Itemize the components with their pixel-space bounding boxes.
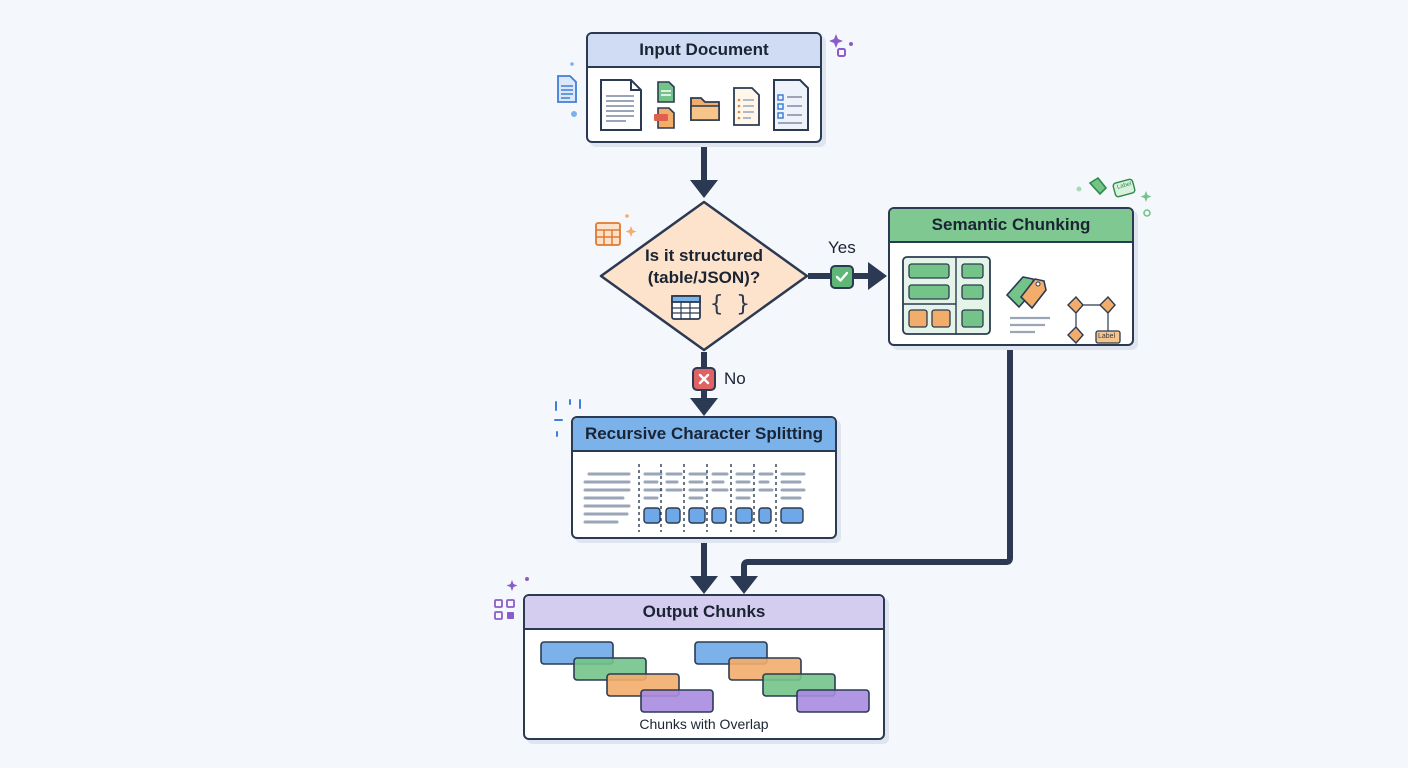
chunk-group-right — [694, 641, 870, 713]
split-chunk-block — [711, 507, 727, 524]
no-label: No — [724, 369, 746, 388]
yes-label: Yes — [828, 238, 856, 257]
source-text-lines — [583, 472, 631, 524]
pdf-file-icon — [654, 107, 675, 129]
split-chunk-block — [665, 507, 681, 524]
tag-icon — [1076, 176, 1152, 217]
split-marks-icon — [554, 399, 581, 437]
output-chunks-node: Output Chunks Chunks with Overlap — [523, 594, 885, 740]
overlapping-chunks-illustration — [540, 641, 870, 713]
recursive-splitting-title: Recursive Character Splitting — [573, 418, 835, 452]
table-icon — [671, 295, 701, 320]
decision-question-line2: (table/JSON)? — [647, 268, 761, 287]
split-chunk-block — [688, 507, 706, 524]
notes-document-icon — [733, 87, 760, 126]
splitting-illustration — [583, 464, 806, 532]
arrowhead-yes — [868, 262, 887, 290]
split-chunk-block — [780, 507, 804, 524]
split-columns — [638, 464, 806, 532]
split-chunk-block — [735, 507, 753, 524]
decision-diamond-shape — [599, 200, 809, 352]
network-icon — [494, 577, 529, 620]
tag-network-icon — [1067, 295, 1121, 344]
spreadsheet-file-icon — [657, 81, 675, 103]
tags-icon — [1005, 276, 1050, 334]
spreadsheet-icon — [595, 214, 637, 246]
output-chunks-title: Output Chunks — [525, 596, 883, 630]
text-document-icon — [600, 79, 642, 131]
chunk-purple — [796, 689, 870, 713]
grouped-blocks-icon — [902, 256, 991, 335]
check-icon — [835, 271, 849, 282]
arrowhead-recursive-output — [690, 576, 718, 594]
recursive-splitting-node: Recursive Character Splitting — [571, 416, 837, 539]
arrowhead-input-decision — [690, 180, 718, 198]
semantic-illustration — [902, 256, 1121, 344]
semantic-chunking-title: Semantic Chunking — [890, 209, 1132, 243]
arrowhead-semantic-output — [730, 576, 758, 594]
structured-decision-node: Is it structured (table/JSON)? { } — [598, 199, 810, 353]
checklist-document-icon — [773, 79, 809, 131]
no-cross-badge — [692, 367, 716, 391]
chunk-purple — [640, 689, 714, 713]
semantic-chunking-node: Semantic Chunking — [888, 207, 1134, 346]
sparkle-icon — [829, 34, 853, 57]
input-document-node: Input Document — [586, 32, 822, 143]
input-document-title: Input Document — [588, 34, 820, 68]
edge-semantic-to-output — [741, 346, 1013, 578]
cross-icon — [698, 373, 710, 385]
document-types-icons — [600, 79, 809, 131]
output-chunks-caption: Chunks with Overlap — [639, 716, 769, 732]
arrowhead-no — [690, 398, 718, 416]
document-icon — [557, 62, 577, 117]
json-braces-icon: { } — [710, 292, 750, 317]
chunk-group-left — [540, 641, 714, 713]
folder-icon — [690, 97, 720, 121]
semantic-tag-label: Label — [1098, 333, 1116, 340]
split-chunk-block — [758, 507, 772, 524]
split-chunk-block — [643, 507, 661, 524]
yes-check-badge — [830, 265, 854, 289]
decision-question-line1: Is it structured — [644, 246, 764, 265]
